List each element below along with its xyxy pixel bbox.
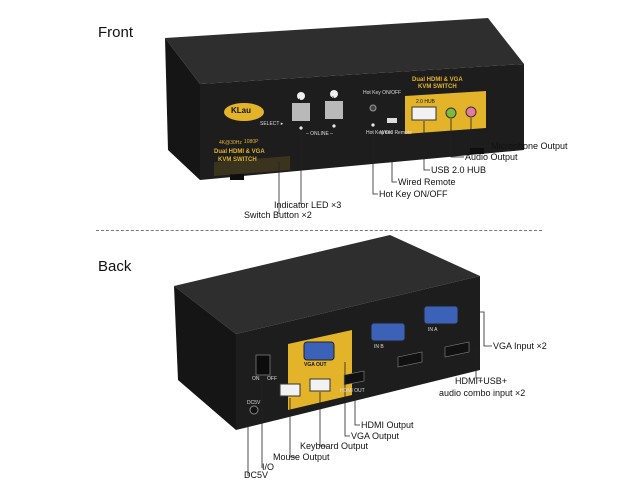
on-label: ON xyxy=(252,376,260,382)
hdmi-out-port xyxy=(343,370,365,386)
usb-hub-port xyxy=(411,106,437,121)
microphone-jack xyxy=(465,106,477,118)
callout-usb-hub: USB 2.0 HUB xyxy=(431,165,487,175)
front-gold-panel xyxy=(405,91,486,134)
callout-vga-output: VGA Output xyxy=(351,431,400,441)
button-2-label: 2 xyxy=(331,97,335,103)
callout-combo-line1: HDMI+USB+ xyxy=(455,376,508,386)
callout-io: I/O xyxy=(262,462,275,472)
model-badge-area xyxy=(214,156,290,176)
res-badge-1: 4K@30Hz xyxy=(219,140,242,146)
callout-hot-key: Hot Key ON/OFF xyxy=(379,189,448,199)
wired-remote-port xyxy=(387,118,397,123)
front-top-surface xyxy=(165,18,524,84)
front-model-line2: KVM SWITCH xyxy=(418,84,457,90)
hot-key-button xyxy=(369,104,377,112)
brand-logo-text: KLau xyxy=(231,106,251,115)
vga-out-label: VGA OUT xyxy=(304,362,327,368)
button-1-number xyxy=(297,92,305,100)
callout-microphone-output: Microphone Output xyxy=(491,141,568,151)
dc-jack xyxy=(249,405,259,415)
indicator-led-3 xyxy=(371,123,375,127)
keyboard-usb-port xyxy=(309,378,331,392)
switch-button-1 xyxy=(292,103,310,121)
wired-remote-panel-label: Wired Remote xyxy=(380,130,412,136)
back-top-surface xyxy=(174,235,480,334)
callout-wired-remote: Wired Remote xyxy=(398,177,456,187)
front-face xyxy=(200,64,524,180)
vga-out-port xyxy=(303,341,335,361)
vga-in-a-port xyxy=(423,305,459,325)
mouse-usb-port xyxy=(279,383,301,397)
indicator-led-2 xyxy=(332,124,336,128)
front-left-side xyxy=(165,38,200,180)
back-left-side xyxy=(174,286,236,430)
callout-audio-output: Audio Output xyxy=(465,152,518,162)
button-2-number xyxy=(330,90,338,98)
callout-mouse-output: Mouse Output xyxy=(273,452,330,462)
callout-switch-button: Switch Button ×2 xyxy=(244,210,312,220)
callout-combo-line2: audio combo input ×2 xyxy=(439,388,526,398)
in-a-label: IN A xyxy=(428,327,438,333)
callout-vga-input: VGA Input ×2 xyxy=(493,341,547,351)
callout-keyboard-output: Keyboard Output xyxy=(300,441,369,451)
select-label: SELECT ▸ xyxy=(260,121,284,127)
front-foot-left xyxy=(230,174,244,180)
button-1-label: 1 xyxy=(298,99,302,105)
indicator-led-1 xyxy=(299,126,303,130)
online-label: – ONLINE – xyxy=(306,131,333,137)
vga-in-b-port xyxy=(370,322,406,342)
hdmi-out-label: HDMI OUT xyxy=(340,388,365,394)
hot-key-panel-label: Hot Key ON/OFF xyxy=(363,90,402,96)
front-title: Front xyxy=(98,24,134,41)
dc-label: DC5V xyxy=(247,400,261,406)
back-callout-lines xyxy=(247,311,492,476)
res-badge-2: 1080P xyxy=(244,139,259,145)
callout-dc5v: DC5V xyxy=(244,470,269,480)
off-label: OFF xyxy=(267,376,277,382)
klau-logo xyxy=(224,103,264,121)
power-switch xyxy=(255,354,271,376)
front-model-line1: Dual HDMI & VGA xyxy=(412,77,463,83)
front-callout-lines xyxy=(278,118,490,214)
callout-indicator-led: Indicator LED ×3 xyxy=(274,200,342,210)
hdmi-in-a-port xyxy=(444,341,470,358)
hot-key-ok-label: Hot Key OK xyxy=(366,130,393,136)
switch-button-2 xyxy=(325,101,343,119)
section-divider xyxy=(96,230,542,231)
front-foot-right xyxy=(470,148,484,154)
callout-hdmi-output: HDMI Output xyxy=(361,420,414,430)
front-badge-line2: KVM SWITCH xyxy=(218,157,257,163)
back-title: Back xyxy=(98,258,132,275)
audio-jack xyxy=(445,107,457,119)
in-b-label: IN B xyxy=(374,344,384,350)
front-badge-line1: Dual HDMI & VGA xyxy=(214,149,265,155)
usb-hub-label: 2.0 HUB xyxy=(416,99,435,105)
hdmi-in-b-port xyxy=(397,351,423,368)
